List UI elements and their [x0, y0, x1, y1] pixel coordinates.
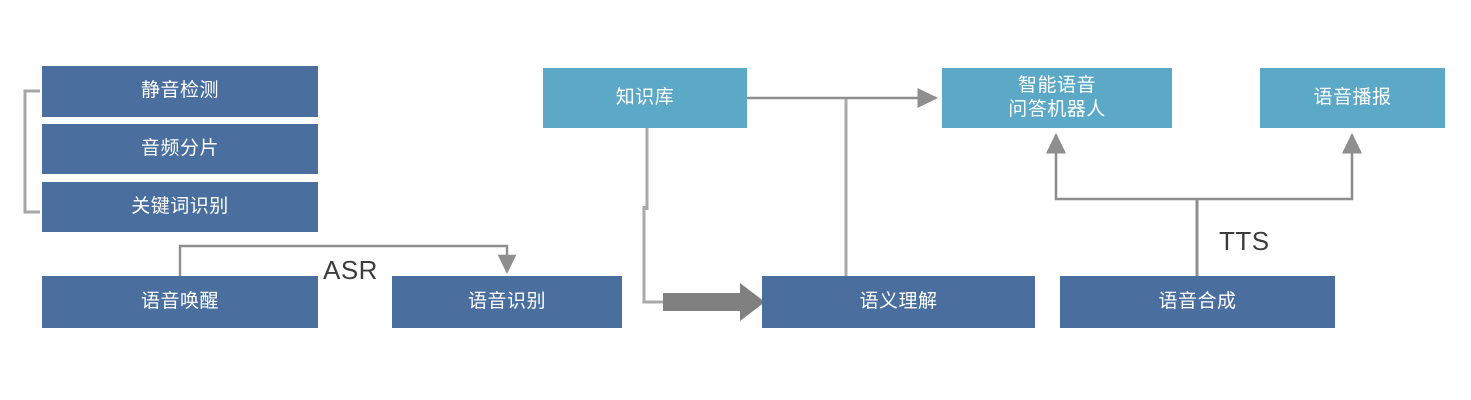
wire-synthesis-junction	[1045, 132, 1363, 276]
thick-arrow-recognition-to-semantic	[663, 283, 765, 321]
wire-kb-down	[642, 128, 668, 304]
node-silence-detection[interactable]: 静音检测	[42, 66, 318, 117]
node-speech-synthesis[interactable]: 语音合成	[1060, 276, 1335, 328]
node-audio-segmentation[interactable]: 音频分片	[42, 124, 318, 174]
node-voice-broadcast[interactable]: 语音播报	[1260, 68, 1445, 128]
edge-label-tts: TTS	[1219, 226, 1270, 256]
preprocessing-bracket	[23, 89, 40, 214]
node-voice-wakeup[interactable]: 语音唤醒	[42, 276, 318, 328]
node-knowledge-base[interactable]: 知识库	[543, 68, 747, 128]
node-qa-robot[interactable]: 智能语音 问答机器人	[942, 68, 1172, 128]
node-speech-recognition[interactable]: 语音识别	[392, 276, 622, 328]
edge-label-asr: ASR	[323, 255, 378, 285]
node-semantic-understanding[interactable]: 语义理解	[762, 276, 1035, 328]
node-keyword-spotting[interactable]: 关键词识别	[42, 182, 318, 232]
